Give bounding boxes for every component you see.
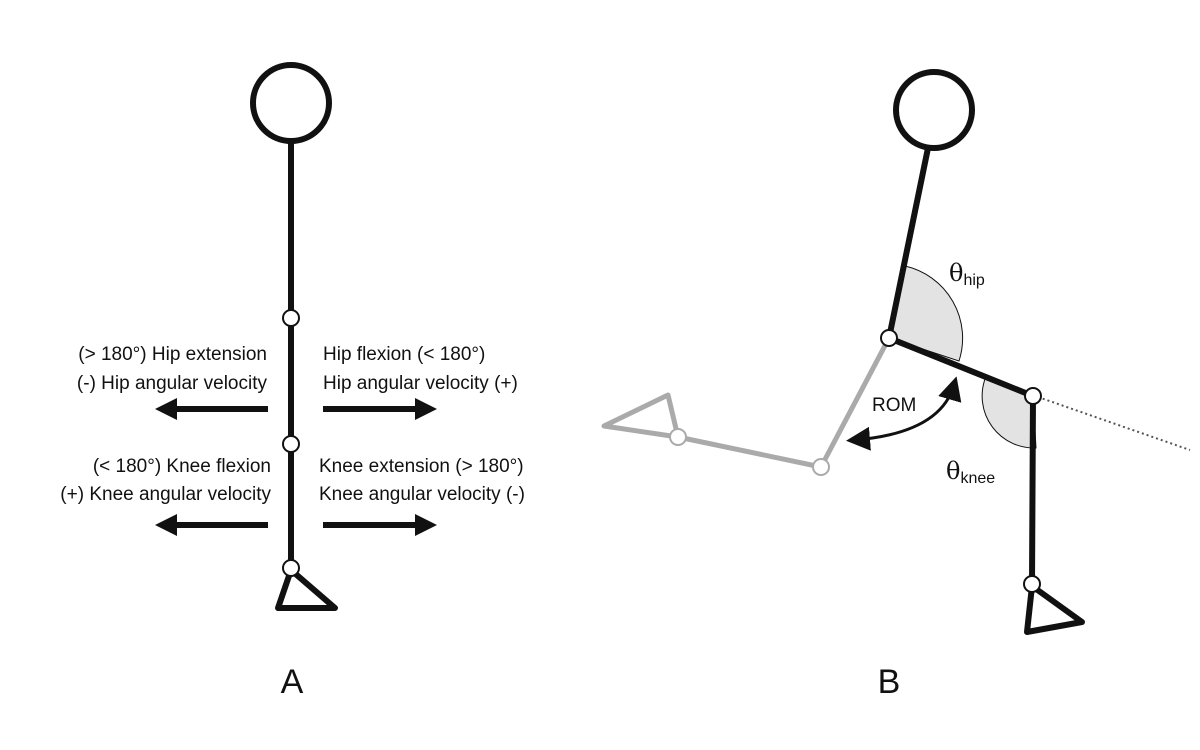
hip-extension-label: (> 180°) Hip extension [78, 344, 267, 365]
previous-shank [678, 437, 821, 467]
panel-b-previous-leg [604, 338, 889, 475]
panel-b-foot [1027, 586, 1082, 632]
previous-foot [604, 395, 678, 437]
panel-a-ankle-joint [283, 560, 299, 576]
hip-extension-arrow [155, 398, 268, 420]
knee-flexion-arrow [155, 514, 268, 536]
knee-negative-velocity-label: Knee angular velocity (-) [319, 484, 525, 505]
panel-b-figure [881, 72, 1082, 632]
previous-ankle-joint [670, 429, 686, 445]
knee-extension-arrow [323, 514, 437, 536]
knee-extension-label: Knee extension (> 180°) [319, 456, 524, 477]
hip-negative-velocity-label: (-) Hip angular velocity [77, 373, 268, 394]
knee-flexion-label: (< 180°) Knee flexion [93, 456, 271, 477]
hip-flexion-arrow [323, 398, 437, 420]
theta-knee-label: θknee [946, 457, 995, 487]
panel-b-ankle-joint [1024, 576, 1040, 592]
theta-hip-label: θhip [949, 259, 985, 289]
theta-knee-symbol: θ [946, 457, 960, 485]
panel-a-label: A [281, 663, 304, 701]
panel-a-knee-joint [283, 436, 299, 452]
panel-a-head [253, 65, 329, 141]
knee-positive-velocity-label: (+) Knee angular velocity [60, 484, 271, 505]
hip-flexion-label: Hip flexion (< 180°) [323, 344, 485, 365]
previous-knee-joint [813, 459, 829, 475]
theta-knee-subscript: knee [960, 470, 995, 487]
panel-a-hip-joint [283, 310, 299, 326]
panel-b-shank [1032, 396, 1033, 584]
panel-b-label: B [878, 663, 901, 701]
rom-label: ROM [872, 395, 916, 416]
hip-positive-velocity-label: Hip angular velocity (+) [323, 373, 518, 394]
panel-b-knee-joint [1025, 388, 1041, 404]
panel-b-head [896, 72, 972, 148]
theta-hip-subscript: hip [963, 272, 984, 289]
panel-b-hip-joint [881, 330, 897, 346]
theta-hip-symbol: θ [949, 259, 963, 287]
thigh-extension-dotted-line [1038, 397, 1190, 450]
